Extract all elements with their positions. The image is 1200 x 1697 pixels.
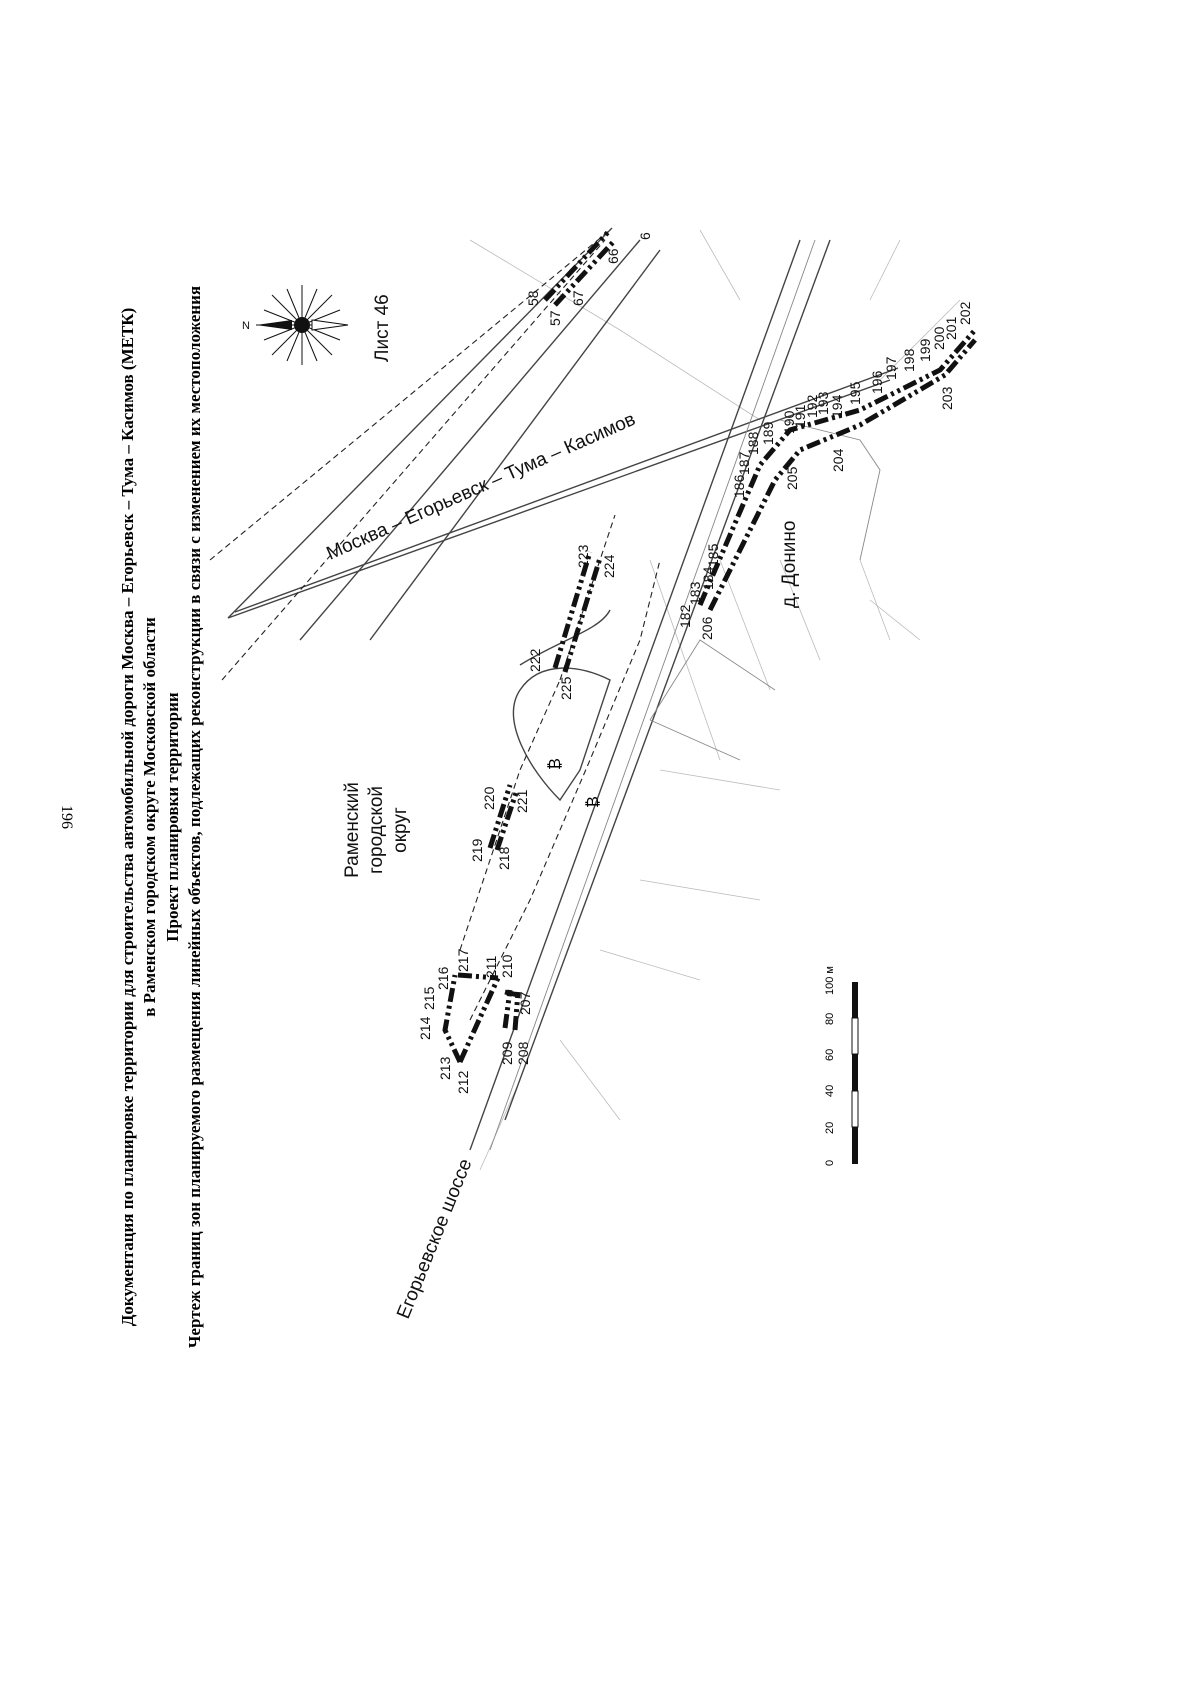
- page-number: 196: [58, 805, 75, 829]
- point-206: 206: [699, 616, 715, 640]
- point-184: 184: [700, 566, 716, 590]
- zone-209-210: [502, 989, 513, 1029]
- point-204: 204: [830, 448, 846, 472]
- point-201: 201: [943, 316, 959, 340]
- point-197: 197: [883, 356, 899, 380]
- point-217: 217: [455, 948, 471, 972]
- point-219: 219: [469, 838, 485, 862]
- zone-222-223: [552, 551, 593, 669]
- point-labels: 58 57 67 66 6 182 183 184 185 186 187 18…: [417, 232, 973, 1094]
- point-225: 225: [558, 676, 574, 700]
- point-209: 209: [499, 1041, 515, 1065]
- point-208: 208: [515, 1041, 531, 1065]
- scale-tick-40: 40: [824, 1085, 836, 1097]
- yegoryevsk-highway: [469, 239, 881, 1151]
- zone-lines: [442, 228, 977, 1064]
- main-highway: [227, 227, 899, 666]
- point-224: 224: [601, 554, 617, 578]
- bus-stop-symbols: ₿ ₿: [546, 758, 602, 808]
- point-223: 223: [575, 544, 591, 568]
- point-188: 188: [745, 431, 761, 455]
- point-210: 210: [499, 954, 515, 978]
- point-185: 185: [705, 543, 721, 567]
- point-182: 182: [677, 604, 693, 628]
- zone-219-220: [487, 784, 513, 849]
- compass-n: N: [242, 320, 250, 332]
- scale-tick-60: 60: [824, 1049, 836, 1061]
- point-211: 211: [483, 955, 499, 978]
- background-lines: [469, 229, 961, 1171]
- point-58: 58: [525, 290, 541, 306]
- zone-212-216: [442, 974, 463, 1064]
- point-221: 221: [514, 789, 530, 813]
- scale-tick-20: 20: [824, 1122, 836, 1134]
- point-187: 187: [736, 451, 752, 475]
- zone-208-207: [512, 991, 521, 1031]
- zone-225-224: [562, 557, 603, 673]
- point-190: 190: [781, 410, 797, 434]
- scale-tick-100: 100 м: [824, 966, 836, 995]
- point-195: 195: [847, 381, 863, 405]
- point-189: 189: [760, 421, 776, 445]
- zone-218-221: [494, 789, 520, 851]
- dashed-boundaries: [209, 229, 661, 1021]
- scale-tick-0: 0: [824, 1160, 836, 1166]
- point-215: 215: [421, 986, 437, 1010]
- point-186: 186: [731, 474, 747, 498]
- zone-217-211: [457, 972, 499, 981]
- title-line-2: в Раменском городском округе Московской …: [140, 617, 159, 1017]
- point-213: 213: [437, 1056, 453, 1080]
- zone-182-202: [697, 328, 977, 606]
- symbol-2: ₿: [584, 796, 602, 808]
- point-218: 218: [496, 846, 512, 870]
- title-line-1: Документация по планировке территории дл…: [118, 308, 137, 1327]
- point-220: 220: [481, 786, 497, 810]
- point-66: 66: [605, 248, 621, 264]
- point-199: 199: [917, 338, 933, 362]
- compass-rose-icon: N: [242, 285, 349, 365]
- zone-210-207: [504, 989, 519, 998]
- point-67: 67: [570, 290, 586, 306]
- point-205: 205: [784, 466, 800, 490]
- point-196: 196: [869, 370, 885, 394]
- point-193: 193: [815, 391, 831, 415]
- scale-bar: 0 20 40 60 80 100 м: [824, 966, 859, 1166]
- highway-label: Егорьевское шоссе: [393, 1156, 476, 1322]
- point-214: 214: [417, 1016, 433, 1040]
- point-192: 192: [804, 394, 820, 418]
- point-191: 191: [792, 404, 808, 428]
- district-label-3: округ: [390, 807, 411, 853]
- symbol-1: ₿: [546, 758, 564, 770]
- village-label: д. Донино: [779, 521, 800, 608]
- title-line-4: Чертеж границ зон планируемого размещени…: [185, 286, 204, 1348]
- point-6: 6: [637, 232, 653, 240]
- point-183: 183: [687, 581, 703, 605]
- district-label-2: городской: [366, 786, 387, 874]
- point-216: 216: [435, 966, 451, 990]
- zone-212-211: [457, 976, 501, 1064]
- point-198: 198: [901, 348, 917, 372]
- scale-tick-80: 80: [824, 1013, 836, 1025]
- point-207: 207: [517, 991, 533, 1015]
- point-57: 57: [547, 310, 563, 326]
- point-194: 194: [829, 394, 845, 418]
- zone-67-66: [553, 238, 617, 307]
- point-222: 222: [527, 648, 543, 672]
- zone-206-203: [707, 338, 977, 612]
- point-203: 203: [939, 386, 955, 410]
- sheet-label: Лист 46: [372, 294, 393, 362]
- point-200: 200: [931, 326, 947, 350]
- district-label-1: Раменский: [342, 782, 363, 878]
- point-202: 202: [957, 301, 973, 325]
- title-line-3: Проект планировки территории: [163, 692, 182, 942]
- point-212: 212: [455, 1070, 471, 1094]
